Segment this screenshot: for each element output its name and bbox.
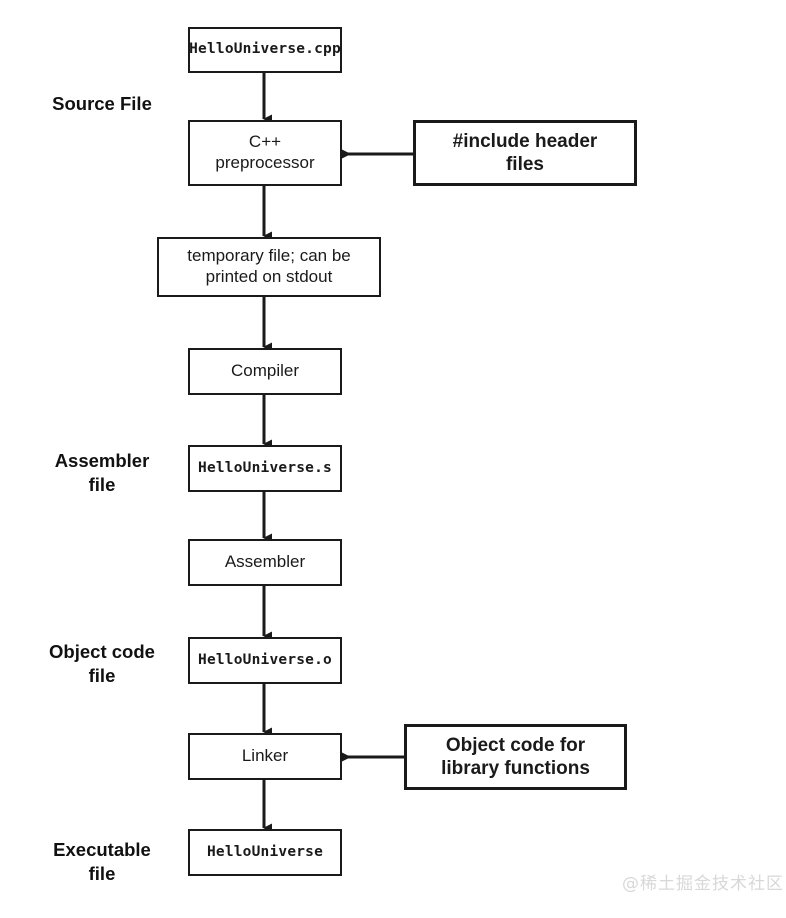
watermark: @稀土掘金技术社区 (622, 874, 784, 894)
node-linker: Linker (188, 733, 342, 780)
node-label: HelloUniverse (206, 843, 324, 860)
node-label: Compiler (230, 361, 300, 381)
node-object-code-library: Object code for library functions (404, 724, 627, 790)
node-label: #include header files (452, 130, 598, 175)
node-cpp-preprocessor: C++ preprocessor (188, 120, 342, 186)
node-include-header-files: #include header files (413, 120, 637, 186)
node-label: Assembler (224, 552, 306, 572)
node-hellouniverse-cpp: HelloUniverse.cpp (188, 27, 342, 73)
stage-label-assembler-file: Assembler file (54, 450, 150, 495)
node-temporary-file: temporary file; can be printed on stdout (157, 237, 381, 297)
node-label: Linker (241, 746, 289, 766)
node-hellouniverse-s: HelloUniverse.s (188, 445, 342, 492)
stage-label-object-code-file: Object code file (49, 641, 155, 686)
node-label: C++ preprocessor (215, 132, 315, 172)
node-assembler: Assembler (188, 539, 342, 586)
node-label: HelloUniverse.cpp (189, 41, 341, 58)
stage-label-source-file: Source File (52, 93, 152, 114)
node-label: HelloUniverse.s (198, 459, 332, 476)
node-hellouniverse-exe: HelloUniverse (188, 829, 342, 876)
stage-label-executable-file: Executable file (53, 839, 151, 884)
node-label: Object code for library functions (441, 734, 590, 779)
node-compiler: Compiler (188, 348, 342, 395)
node-hellouniverse-o: HelloUniverse.o (188, 637, 342, 684)
node-label: HelloUniverse.o (198, 651, 332, 668)
node-label: temporary file; can be printed on stdout (187, 246, 351, 286)
